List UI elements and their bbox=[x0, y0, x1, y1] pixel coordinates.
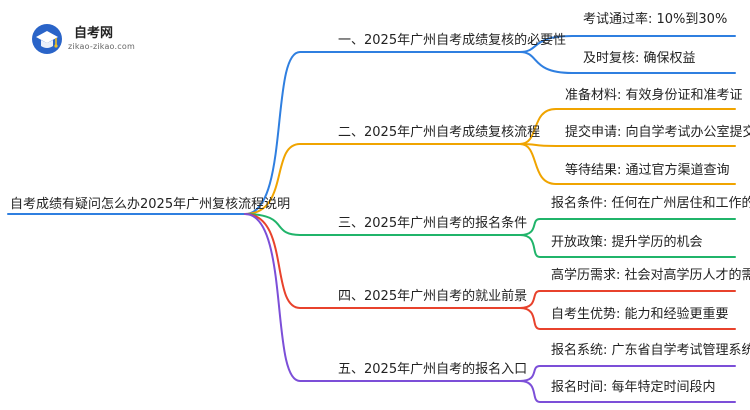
leaf-4-1: 高学历需求: 社会对高学历人才的需求 bbox=[551, 268, 750, 283]
branch-3-label: 三、2025年广州自考的报名条件 bbox=[338, 216, 528, 231]
branch-1-connector bbox=[244, 51, 521, 215]
branch-1-label: 一、2025年广州自考成绩复核的必要性 bbox=[338, 33, 567, 48]
leaf-4-1-connector bbox=[519, 290, 736, 309]
leaf-2-2: 提交申请: 向自学考试办公室提交申请 bbox=[565, 125, 750, 140]
leaf-5-2-connector bbox=[519, 380, 736, 403]
leaf-4-2: 自考生优势: 能力和经验更重要 bbox=[551, 307, 729, 322]
branch-2-label: 二、2025年广州自考成绩复核流程 bbox=[338, 125, 541, 140]
branch-2-connector bbox=[244, 143, 521, 215]
branch-5-connector bbox=[244, 213, 521, 382]
leaf-2-3: 等待结果: 通过官方渠道查询 bbox=[565, 163, 730, 178]
leaf-1-1: 考试通过率: 10%到30% bbox=[583, 12, 728, 27]
leaf-5-1-connector bbox=[519, 365, 736, 382]
logo-name: 自考网 bbox=[74, 26, 114, 41]
leaf-3-1: 报名条件: 任何在广州居住和工作的公民 bbox=[551, 196, 750, 211]
leaf-2-3-connector bbox=[519, 143, 736, 185]
root-topic: 自考成绩有疑问怎么办2025年广州复核流程说明 bbox=[10, 197, 291, 212]
leaf-1-2-connector bbox=[519, 51, 736, 74]
branch-4-label: 四、2025年广州自考的就业前景 bbox=[338, 289, 528, 304]
leaf-3-1-connector bbox=[519, 218, 736, 236]
logo-url: zikao-zikao.com bbox=[68, 42, 135, 51]
graduation-cap-icon bbox=[32, 24, 62, 54]
branch-3-connector bbox=[244, 213, 521, 236]
leaf-1-1-connector bbox=[519, 35, 736, 53]
leaf-2-1-connector bbox=[519, 108, 736, 145]
leaf-2-2-connector bbox=[519, 143, 736, 147]
leaf-5-2: 报名时间: 每年特定时间段内 bbox=[551, 380, 716, 395]
leaf-1-2: 及时复核: 确保权益 bbox=[583, 51, 696, 66]
leaf-2-1: 准备材料: 有效身份证和准考证 bbox=[565, 88, 743, 103]
branch-5-label: 五、2025年广州自考的报名入口 bbox=[338, 362, 528, 377]
leaf-3-2-connector bbox=[519, 234, 736, 258]
leaf-3-2: 开放政策: 提升学历的机会 bbox=[551, 235, 703, 250]
leaf-5-1: 报名系统: 广东省自学考试管理系统 bbox=[551, 343, 750, 358]
leaf-4-2-connector bbox=[519, 307, 736, 330]
site-logo[interactable]: 自考网 zikao-zikao.com bbox=[30, 20, 140, 60]
branch-4-connector bbox=[244, 213, 521, 309]
